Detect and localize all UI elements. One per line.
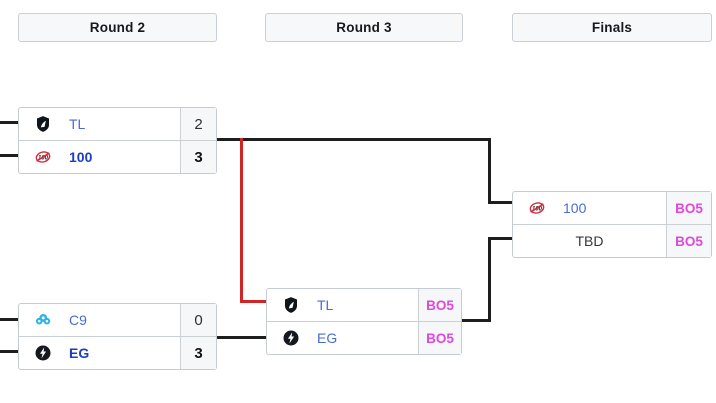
loser-drop-line-horizontal	[240, 300, 266, 303]
connector-r2m2-to-r3	[216, 336, 266, 339]
column-header-round-3: Round 3	[265, 13, 463, 42]
connector-r2m1-finals-vertical	[488, 138, 491, 204]
bo5-cell: BO5	[418, 322, 461, 354]
team-name: 100	[69, 149, 93, 165]
connector-r3m1-out-horizontal	[462, 319, 491, 322]
team-name: C9	[69, 312, 87, 328]
score-value: 3	[194, 148, 203, 166]
column-header-finals: Finals	[512, 13, 712, 42]
score-cell: 2	[180, 108, 216, 140]
column-header-round-2: Round 2	[18, 13, 217, 42]
match-slot: TL BO5	[267, 289, 461, 321]
100-thieves-logo-icon: 100	[34, 148, 52, 166]
bo5-label: BO5	[426, 330, 454, 346]
team-name-tbd: TBD	[575, 233, 604, 249]
bo5-cell: BO5	[418, 289, 461, 321]
match-round2-1[interactable]: TL 2 100 100 3	[18, 107, 217, 174]
team-liquid-logo-icon	[34, 115, 52, 133]
evil-geniuses-logo-icon	[34, 344, 52, 362]
connector-finals-top-in	[488, 201, 512, 204]
svg-text:100: 100	[532, 206, 543, 212]
team-name: TL	[69, 116, 86, 132]
team-name: EG	[69, 345, 90, 361]
connector-stub-100	[0, 154, 18, 157]
score-value: 0	[194, 311, 203, 329]
score-value: 3	[194, 344, 203, 362]
match-round3-1[interactable]: TL BO5 EG BO5	[266, 288, 462, 355]
match-slot: TBD BO5	[513, 224, 711, 257]
match-finals[interactable]: 100 100 BO5 TBD BO5	[512, 191, 712, 258]
team-name: TL	[317, 297, 334, 313]
score-cell: 3	[180, 141, 216, 173]
match-slot: C9 0	[19, 304, 216, 336]
connector-r3m1-finals-vertical	[488, 237, 491, 322]
connector-r2m1-out-horizontal	[217, 138, 491, 141]
100-thieves-logo-icon: 100	[528, 199, 546, 217]
match-slot: EG BO5	[267, 321, 461, 354]
team-name: 100	[563, 200, 587, 216]
svg-text:100: 100	[38, 155, 49, 161]
bo5-cell: BO5	[666, 225, 711, 257]
bo5-label: BO5	[675, 200, 703, 216]
connector-stub-tl	[0, 121, 18, 124]
evil-geniuses-logo-icon	[282, 329, 300, 347]
score-value: 2	[194, 115, 203, 133]
match-slot: EG 3	[19, 336, 216, 369]
loser-drop-line-vertical	[240, 138, 243, 303]
bo5-cell: BO5	[666, 192, 711, 224]
match-slot: 100 100 3	[19, 140, 216, 173]
match-slot: 100 100 BO5	[513, 192, 711, 224]
connector-stub-c9	[0, 318, 18, 321]
bo5-label: BO5	[426, 297, 454, 313]
score-cell: 3	[180, 337, 216, 369]
match-round2-2[interactable]: C9 0 EG 3	[18, 303, 217, 370]
connector-stub-eg	[0, 350, 18, 353]
team-liquid-logo-icon	[282, 296, 300, 314]
bo5-label: BO5	[675, 233, 703, 249]
score-cell: 0	[180, 304, 216, 336]
cloud9-logo-icon	[34, 311, 52, 329]
connector-finals-bottom-in	[488, 237, 512, 240]
team-name: EG	[317, 330, 338, 346]
match-slot: TL 2	[19, 108, 216, 140]
